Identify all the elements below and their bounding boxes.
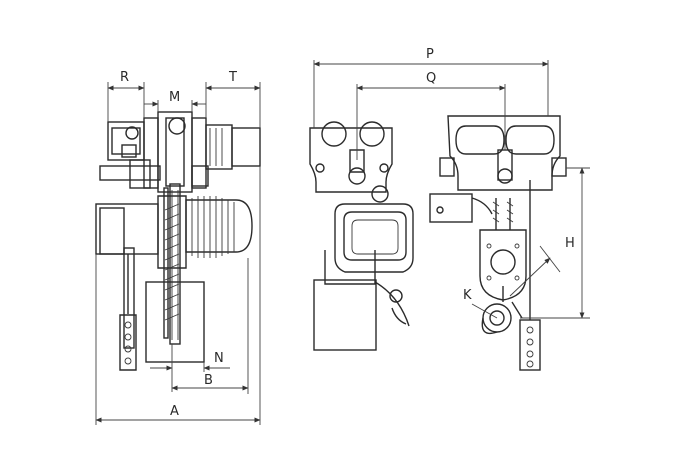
trolley-side bbox=[99, 111, 261, 193]
label-p: P bbox=[426, 47, 434, 62]
front-view bbox=[309, 60, 590, 371]
label-r: R bbox=[120, 70, 129, 85]
label-k: K bbox=[463, 288, 472, 303]
trolley-front bbox=[309, 121, 393, 193]
label-b: B bbox=[204, 373, 213, 388]
dimension-labels: R M T P Q H K N B A bbox=[120, 47, 575, 419]
motor-side bbox=[95, 183, 253, 371]
side-view bbox=[95, 82, 261, 425]
label-h: H bbox=[565, 236, 575, 251]
label-m: M bbox=[169, 90, 180, 105]
hoist-body-front bbox=[313, 185, 414, 351]
label-t: T bbox=[228, 70, 237, 85]
label-n: N bbox=[214, 351, 224, 366]
trolley-front-right bbox=[439, 115, 567, 191]
label-a: A bbox=[170, 404, 179, 419]
dimensions-front bbox=[313, 60, 590, 319]
dimensions-side bbox=[95, 82, 261, 425]
hoist-chain-front bbox=[429, 180, 541, 371]
label-q: Q bbox=[426, 71, 436, 86]
